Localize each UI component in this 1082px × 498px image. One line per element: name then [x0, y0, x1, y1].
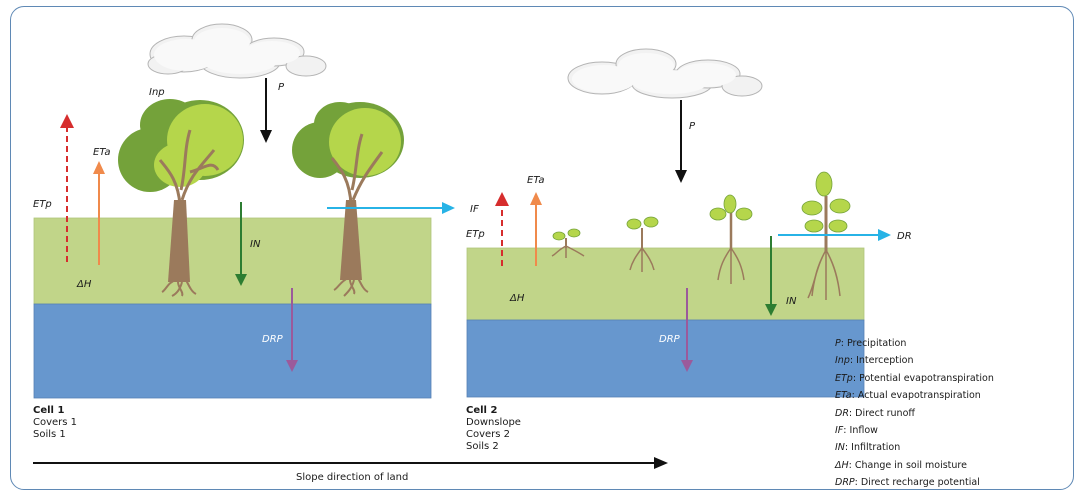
cell1-drp-label: DRP: [262, 334, 284, 345]
legend-item: ΔH: Change in soil moisture: [835, 459, 967, 471]
legend-item: ETa: Actual evapotranspiration: [835, 390, 981, 402]
cell1-soil-layer: [33, 217, 432, 305]
if-label: IF: [470, 204, 479, 215]
cell2-etp-label: ETp: [466, 229, 485, 240]
cell2-caption: Cell 2 Downslope Covers 2 Soils 2: [466, 405, 521, 453]
legend-abbr: IN: [835, 442, 845, 454]
cell1-line: Soils 1: [33, 429, 66, 440]
legend-text: Interception: [856, 355, 914, 367]
legend: P: Precipitation Inp: Interception ETp: …: [835, 335, 994, 492]
legend-text: Change in soil moisture: [854, 459, 967, 471]
seedling-icon: [626, 216, 659, 272]
legend-text: Potential evapotranspiration: [859, 372, 994, 384]
cell1-caption: Cell 1 Covers 1 Soils 1: [33, 405, 77, 441]
legend-item: Inp: Interception: [835, 355, 914, 367]
legend-abbr: DR: [835, 407, 849, 419]
legend-abbr: DRP: [835, 477, 855, 489]
legend-item: DRP: Direct recharge potential: [835, 477, 980, 489]
legend-text: Direct runoff: [855, 407, 915, 419]
cell1-p-label: P: [278, 82, 285, 93]
cell1-dh-label: ΔH: [76, 279, 92, 290]
legend-text: Infiltration: [851, 442, 901, 454]
seedling-icon: [551, 228, 585, 258]
legend-item: P: Precipitation: [835, 338, 907, 349]
cell2-eta-label: ETa: [527, 175, 545, 186]
sapling-icon: [709, 194, 753, 284]
cell2-drp-label: DRP: [659, 334, 681, 345]
legend-item: IF: Inflow: [835, 424, 878, 436]
cell1-inp-label: Inp: [149, 87, 165, 98]
legend-text: Precipitation: [846, 338, 907, 349]
cell2-line: Covers 2: [466, 429, 511, 440]
legend-item: IN: Infiltration: [835, 442, 901, 454]
cell2-dh-label: ΔH: [509, 293, 525, 304]
cell2-groundwater-layer: [466, 319, 865, 398]
legend-abbr: ETp: [835, 372, 853, 384]
legend-abbr: P: [835, 338, 841, 349]
cell1-title: Cell 1: [33, 405, 65, 416]
young-tree-icon: [801, 171, 851, 300]
cell1-etp-label: ETp: [33, 199, 52, 210]
cell1-groundwater-layer: [33, 303, 432, 399]
cell1-line: Covers 1: [33, 417, 78, 428]
tree-icon: [292, 102, 404, 297]
diagram-frame: [10, 6, 1074, 490]
legend-text: Inflow: [849, 424, 878, 436]
cell2-line: Downslope: [466, 417, 521, 428]
cell2-in-label: IN: [786, 296, 797, 307]
cell1-eta-label: ETa: [93, 147, 111, 158]
legend-item: ETp: Potential evapotranspiration: [835, 372, 994, 384]
legend-abbr: ETa: [835, 390, 852, 402]
cell2-p-label: P: [689, 121, 696, 132]
cell2-soil-layer: [466, 247, 865, 321]
dr-label: DR: [897, 231, 912, 242]
cell2-title: Cell 2: [466, 405, 498, 416]
cell2-line: Soils 2: [466, 441, 499, 452]
legend-abbr: Inp: [835, 355, 850, 367]
cell1-in-label: IN: [250, 239, 261, 250]
legend-text: Actual evapotranspiration: [857, 390, 981, 402]
legend-abbr: IF: [835, 424, 844, 436]
legend-text: Direct recharge potential: [860, 477, 980, 489]
legend-abbr: ΔH: [835, 459, 849, 471]
legend-item: DR: Direct runoff: [835, 407, 915, 419]
slope-direction-label: Slope direction of land: [296, 472, 409, 483]
tree-icon: [118, 99, 244, 297]
